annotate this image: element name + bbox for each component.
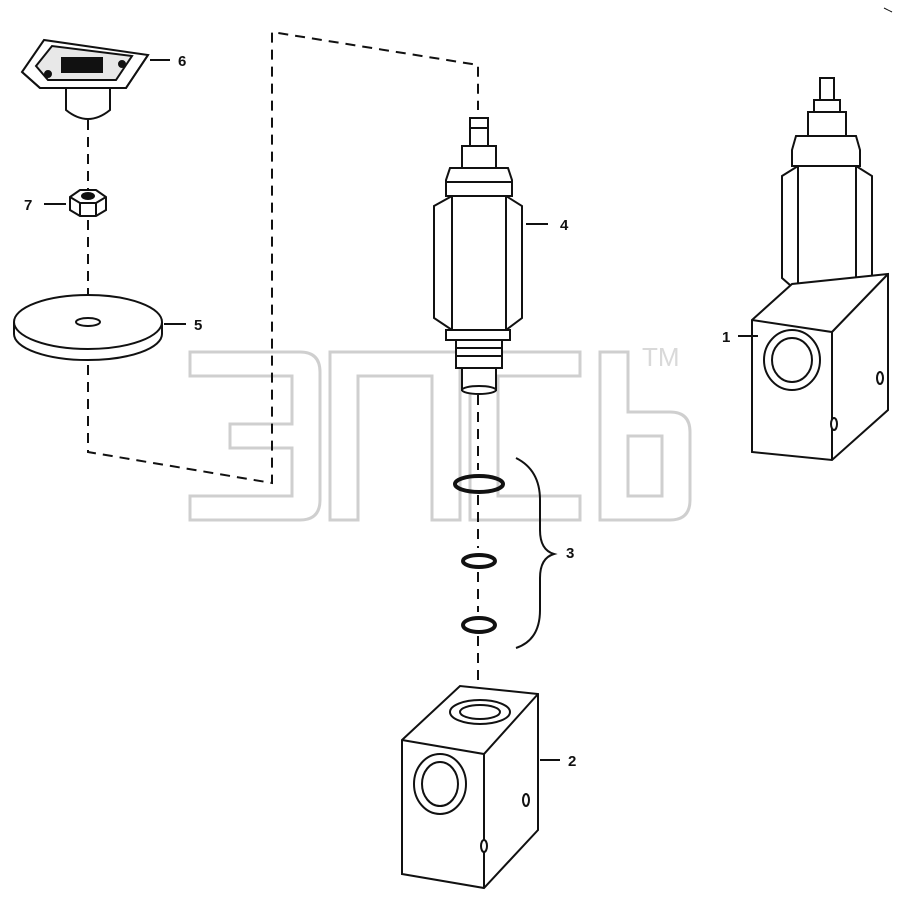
watermark-trademark: TM [642, 342, 680, 372]
part-2-port-block [401, 684, 539, 890]
part-1-assembled-valve [751, 77, 889, 462]
assembly-dashed-lines [87, 30, 479, 700]
part-5-washer-disc [13, 294, 163, 361]
part-4-valve-cartridge [433, 117, 523, 395]
callout-1: 1 [722, 329, 730, 346]
callout-6: 6 [178, 53, 186, 70]
watermark-logo [188, 350, 692, 522]
leader-lines [44, 59, 758, 761]
callout-5: 5 [194, 317, 202, 334]
callout-4: 4 [560, 217, 569, 234]
part-7-hex-nut [69, 189, 107, 217]
callout-7: 7 [24, 197, 32, 214]
corner-mark [883, 7, 893, 13]
callout-3: 3 [566, 545, 574, 562]
part-3-o-rings [453, 457, 558, 649]
part-6-display-cap [20, 38, 150, 120]
callout-2: 2 [568, 753, 576, 770]
